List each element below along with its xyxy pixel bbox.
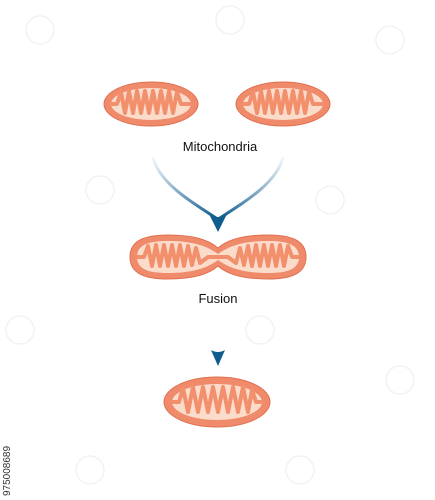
fusion-label: Fusion <box>198 291 238 306</box>
mitochondrion-icon <box>235 81 331 127</box>
mitochondrion-icon <box>103 81 199 127</box>
merge-arrows-icon <box>151 156 285 232</box>
down-arrow-icon <box>211 316 225 366</box>
stock-id-watermark: 975008689 <box>2 445 13 496</box>
mitochondrion-icon <box>163 376 271 428</box>
fused-mitochondrion-icon <box>129 234 307 280</box>
mitochondria-label: Mitochondria <box>182 139 258 154</box>
